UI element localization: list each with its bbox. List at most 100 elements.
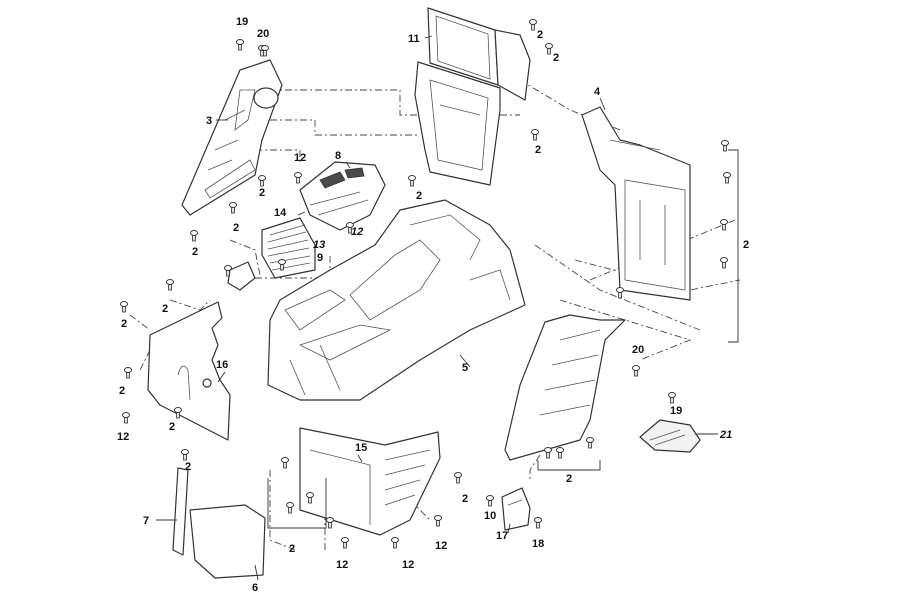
callout-2: 2 [566,473,572,485]
callout-2: 2 [192,246,198,258]
callout-12: 12 [294,152,306,164]
callout-4: 4 [594,86,601,98]
part-5-main-console [267,199,526,401]
screw-icon [181,449,189,461]
callout-2: 2 [259,187,265,199]
callout-2: 2 [553,52,559,64]
callout-2: 2 [416,190,422,202]
screw-icon [229,202,237,214]
callout-20: 20 [632,344,644,356]
screw-icon [391,537,399,549]
part-21-small-cover [639,419,701,453]
callout-6: 6 [252,582,258,594]
part-3-left-panel [181,59,283,216]
callout-layer: 2 2 11 19 20 3 4 2 8 12 2 2 14 2 12 13 9… [117,16,749,594]
screw-icon [545,43,553,55]
screw-icon [616,287,624,299]
screw-icon [124,367,132,379]
callout-2: 2 [462,493,468,505]
callout-18: 18 [532,538,544,550]
screw-icon [586,437,594,449]
bracket-right [728,149,739,343]
screw-icon [341,537,349,549]
screw-icon [236,39,244,51]
callout-13: 13 [313,239,325,251]
callout-20: 20 [257,28,269,40]
screw-icon [174,407,182,419]
callout-12: 12 [117,431,129,443]
bracket-lower-right [537,460,601,471]
screw-icon [190,230,198,242]
callout-2: 2 [185,461,191,473]
callout-2: 2 [535,144,541,156]
bracket-lower-center [267,478,327,529]
callout-10: 10 [484,510,496,522]
screw-icon [544,447,552,459]
callout-14: 14 [274,207,287,219]
screw-icon [286,502,294,514]
callout-3: 3 [206,115,212,127]
screw-icon [434,515,442,527]
part-6-7-lower-sheet [172,467,266,579]
screw-icon [120,301,128,313]
callout-19: 19 [236,16,248,28]
callout-9: 9 [317,252,323,264]
screw-icon [632,365,640,377]
screw-icon [346,222,354,234]
screw-icon [408,175,416,187]
callout-17: 17 [496,530,508,542]
callout-19: 19 [670,405,682,417]
screw-icon [224,265,232,277]
callout-12: 12 [435,540,447,552]
part-16-left-bracket [147,301,231,441]
callout-8: 8 [335,150,341,162]
leader-lines [156,35,718,581]
screw-icon [258,175,266,187]
callout-2: 2 [119,385,125,397]
part-15-center-bracket [299,427,441,536]
part-8-top-cover [299,161,386,231]
screw-icon [278,259,286,271]
callout-16: 16 [216,359,228,371]
part-right-side-panel [504,314,626,461]
screw-icon [723,172,731,184]
screw-icon [721,140,729,152]
callout-12: 12 [336,559,348,571]
callout-2: 2 [289,543,295,555]
callout-5: 5 [462,362,468,374]
callout-2: 2 [162,303,168,315]
part-13-grille [261,217,316,279]
screw-icon [281,457,289,469]
fastener-group [120,19,731,549]
callout-2: 2 [233,222,239,234]
screw-icon [122,412,130,424]
screw-icon [720,257,728,269]
screw-icon [486,495,494,507]
screw-icon [306,492,314,504]
screw-icon [531,129,539,141]
screw-icon [534,517,542,529]
callout-7: 7 [143,515,149,527]
callout-2: 2 [121,318,127,330]
callout-2: 2 [743,239,749,251]
callout-12: 12 [402,559,414,571]
screw-icon [261,45,269,57]
part-4-right-panel [581,106,691,301]
callout-2: 2 [537,29,543,41]
screw-icon [326,517,334,529]
screw-icon [556,447,564,459]
callout-2: 2 [169,421,175,433]
part-9-small-block [227,261,256,291]
callout-15: 15 [355,442,367,454]
callout-21: 21 [719,429,732,441]
screw-icon [668,392,676,404]
part-17-small-bracket [501,487,531,531]
screw-icon [166,279,174,291]
callout-11: 11 [408,33,420,45]
part-11-upper-duct [414,7,531,186]
callout-12: 12 [351,226,363,238]
screw-icon [294,172,302,184]
screw-icon [529,19,537,31]
screw-icon [720,219,728,231]
